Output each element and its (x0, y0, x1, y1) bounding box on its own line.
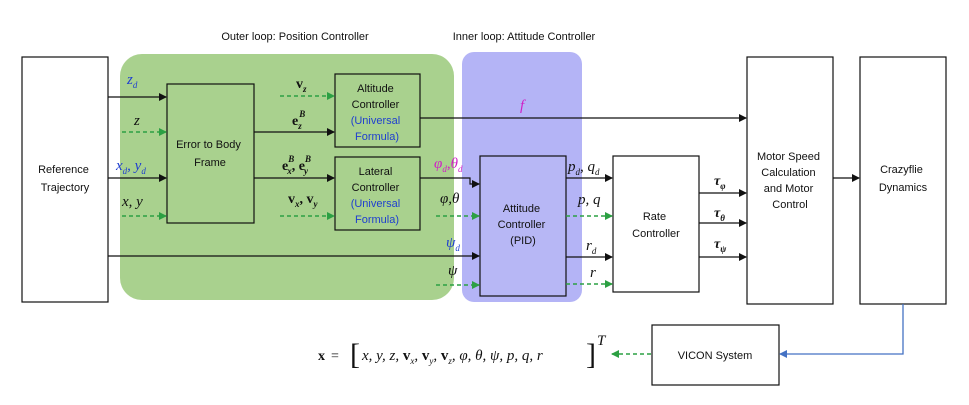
altitude-line-3: (Universal (351, 115, 401, 127)
rate-controller-block: Rate Controller (612, 155, 700, 293)
label-pd-qd: pd, qd (567, 159, 600, 177)
attitude-line-3: (PID) (510, 235, 536, 247)
attitude-line-1: Attitude (503, 203, 540, 215)
label-f: f (520, 98, 526, 114)
svg-text:Reference Trajectory: Reference Trajectory (38, 164, 92, 194)
motor-line-3: and Motor (764, 183, 814, 195)
label-z: z (133, 113, 140, 129)
svg-text:[: [ (350, 338, 360, 371)
solid-signal-arrows (108, 93, 860, 261)
reference-trajectory-block: Reference Trajectory (21, 56, 109, 303)
svg-text:Attitude Controller: Attitude Controller (PID) (498, 203, 549, 247)
svg-text:Error to Body Frame: Error to Body Frame (176, 139, 244, 169)
error-block-line-2: Frame (194, 157, 226, 169)
svg-text:Altitude Controller: Altitude Controller (Universal Formula) (351, 83, 404, 143)
motor-speed-block: Motor Speed Calculation and Motor Contro… (746, 56, 834, 305)
svg-text:Crazyflie Dynamics: Crazyflie Dynamics (879, 164, 928, 194)
crazyflie-dynamics-block: Crazyflie Dynamics (859, 56, 947, 305)
svg-text:Lateral Controller: Lateral Controller (Universal Formula) (351, 166, 404, 226)
label-vxy: vx, vy (288, 192, 319, 209)
crazyflie-line-2: Dynamics (879, 182, 928, 194)
lateral-line-1: Lateral (359, 166, 393, 178)
inner-loop-title: Inner loop: Attitude Controller (453, 31, 596, 43)
rate-line-2: Controller (632, 228, 680, 240)
lateral-controller-block: Lateral Controller (Universal Formula) (334, 156, 421, 231)
arrow-phid-thetad (420, 177, 480, 188)
motor-line-1: Motor Speed (757, 151, 820, 163)
lateral-line-2: Controller (352, 182, 400, 194)
altitude-line-4: Formula) (355, 131, 399, 143)
motor-line-2: Calculation (761, 167, 815, 179)
label-rd: rd (586, 238, 597, 256)
motor-line-4: Control (772, 199, 807, 211)
crazyflie-line-1: Crazyflie (880, 164, 923, 176)
attitude-line-2: Controller (498, 219, 546, 231)
rate-line-1: Rate (643, 211, 666, 223)
dashed-feedback-arrows (122, 92, 651, 358)
label-phid-thetad: φd,θd (434, 156, 463, 174)
label-tau-theta: τθ (714, 206, 725, 223)
label-psid: ψd (446, 235, 460, 253)
vicon-label: VICON System (678, 350, 753, 362)
label-zd: zd (126, 72, 138, 90)
svg-text:Motor Speed Calculation: Motor Speed Calculation and Motor Contro… (757, 151, 823, 211)
altitude-line-2: Controller (352, 99, 400, 111)
vicon-system-block: VICON System (651, 324, 780, 386)
label-xd-yd: xd, yd (115, 158, 146, 176)
svg-text:x=: x= (318, 349, 339, 364)
altitude-controller-block: Altitude Controller (Universal Formula) (334, 73, 421, 148)
svg-text:Rate Controller: Rate Controller (632, 211, 680, 240)
label-vz: vz (296, 77, 307, 94)
svg-text:T: T (597, 333, 607, 349)
label-psi: ψ (448, 263, 458, 279)
outer-loop-title: Outer loop: Position Controller (221, 31, 369, 43)
svg-text:]: ] (586, 338, 596, 371)
lateral-line-3: (Universal (351, 198, 401, 210)
svg-text:x, y, z, vx, vy, vz, φ, θ, ψ,: x, y, z, vx, vy, vz, φ, θ, ψ, p, q, r (361, 348, 543, 366)
state-vector-equation: x= [ x, y, z, vx, vy, vz, φ, θ, ψ, p, q,… (318, 333, 607, 371)
attitude-controller-block: Attitude Controller (PID) (479, 155, 567, 297)
reference-line-2: Trajectory (41, 182, 90, 194)
error-block-line-1: Error to Body (176, 139, 241, 151)
error-to-body-frame-block: Error to Body Frame (166, 83, 255, 224)
label-x-y: x, y (121, 194, 143, 210)
reference-line-1: Reference (38, 164, 89, 176)
altitude-line-1: Altitude (357, 83, 394, 95)
label-p-q: p, q (577, 192, 601, 208)
label-r: r (590, 265, 596, 281)
lateral-line-4: Formula) (355, 214, 399, 226)
label-tau-phi: τφ (714, 174, 725, 191)
vicon-feedback-line (779, 304, 904, 358)
label-phi-theta: φ,θ (440, 191, 460, 207)
label-tau-psi: τψ (714, 237, 727, 254)
